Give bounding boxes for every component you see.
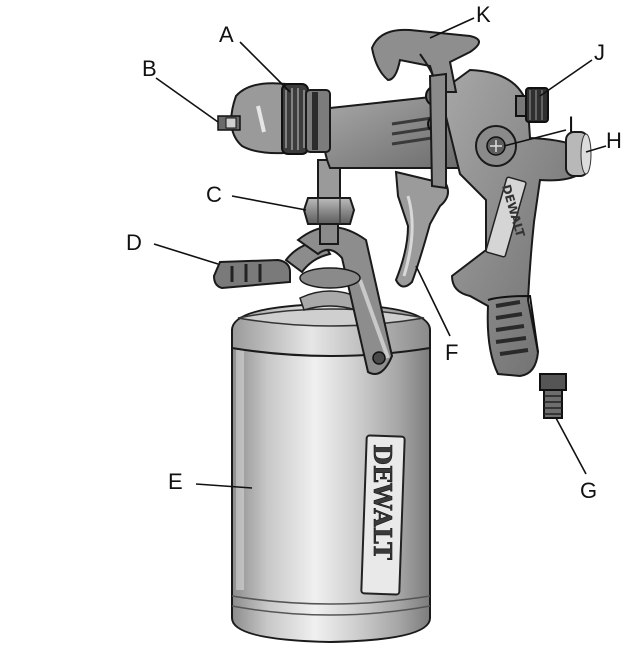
leader-j xyxy=(539,59,593,97)
leader-f xyxy=(415,265,451,337)
leader-k xyxy=(429,17,475,39)
leader-a xyxy=(239,41,291,93)
trigger xyxy=(394,72,449,288)
callout-c: C xyxy=(206,182,222,207)
callout-d: D xyxy=(126,230,142,255)
leader-i xyxy=(503,129,567,147)
callout-b: B xyxy=(142,56,157,81)
leader-c xyxy=(231,195,307,211)
air-cap-assembly xyxy=(217,82,331,155)
callout-k: K xyxy=(476,2,491,27)
callout-a: A xyxy=(219,22,234,47)
callout-e: E xyxy=(168,469,183,494)
callout-f: F xyxy=(445,340,459,365)
cup-logo-plate: DEWALT xyxy=(360,434,406,596)
callout-h: H xyxy=(606,128,622,153)
callout-g: G xyxy=(580,478,598,503)
leader-b xyxy=(155,77,219,123)
leader-lines xyxy=(153,17,607,489)
callout-i: I xyxy=(568,112,575,137)
leader-h xyxy=(585,145,607,153)
lid-lock-lever xyxy=(212,238,332,290)
leader-e xyxy=(195,483,253,489)
leader-g xyxy=(555,417,587,475)
leader-d xyxy=(153,243,219,265)
callout-j: J xyxy=(594,40,605,65)
cup-logo-text: DEWALT xyxy=(368,444,397,560)
